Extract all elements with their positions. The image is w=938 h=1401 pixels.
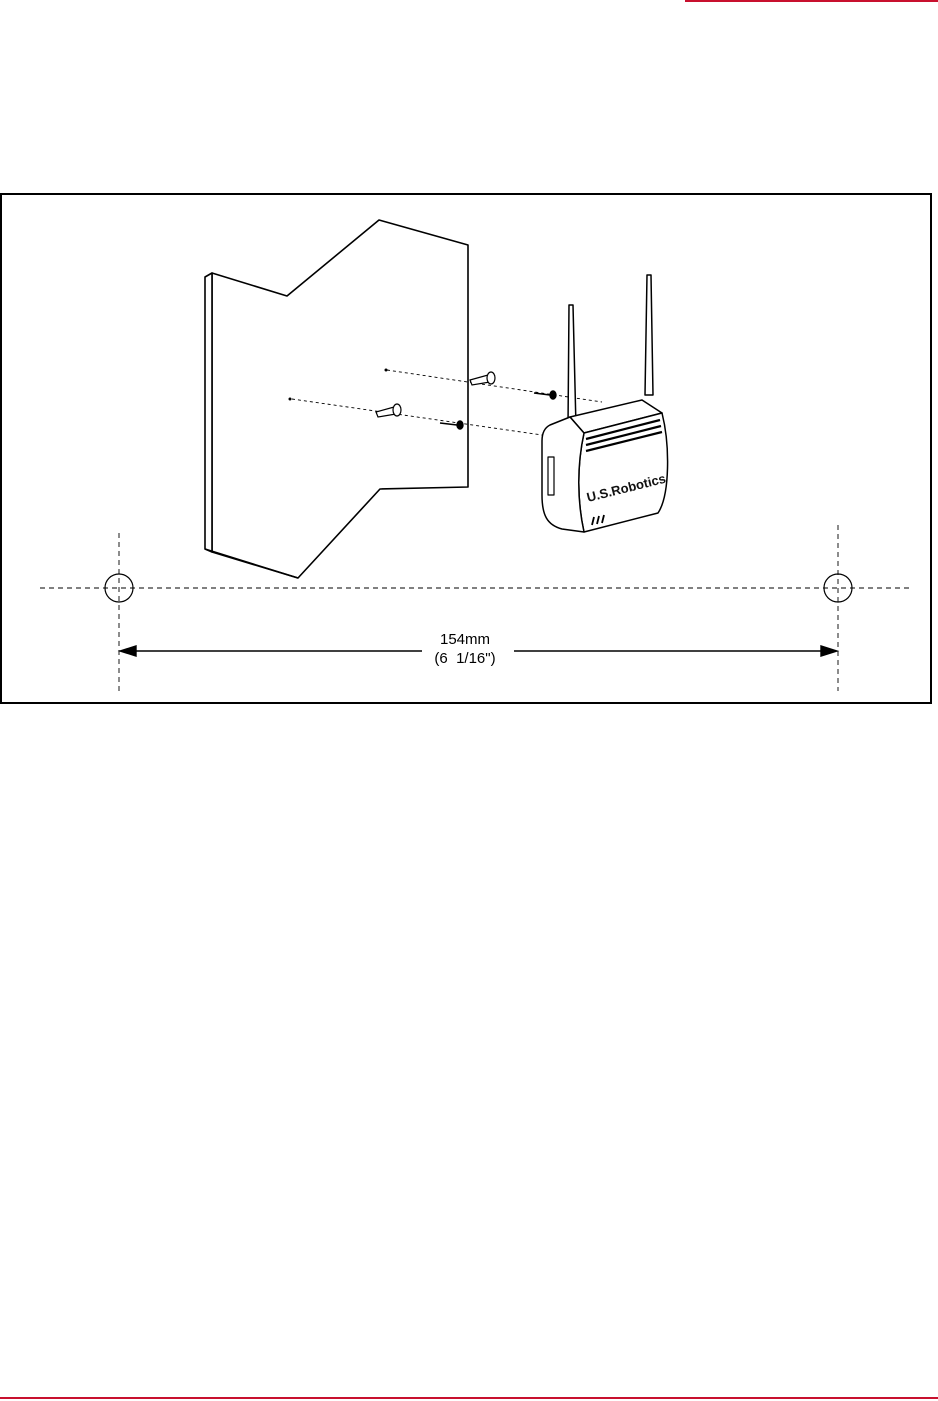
antenna-right bbox=[645, 275, 653, 395]
wall-mount-figure: U.S.Robotics 154mm (6 1/16") bbox=[0, 193, 932, 704]
wall-hole-lower bbox=[289, 398, 292, 401]
wall-mount-illustration: U.S.Robotics 154mm (6 1/16") bbox=[2, 195, 930, 702]
wall-anchor-upper bbox=[470, 372, 495, 385]
dimension-metric: 154mm bbox=[440, 631, 490, 648]
wall-panel-edge bbox=[205, 273, 212, 552]
header-accent-rule bbox=[685, 0, 938, 2]
footer-accent-rule bbox=[0, 1397, 938, 1399]
dimension-imperial: (6 1/16") bbox=[434, 650, 495, 667]
wall-panel bbox=[205, 220, 468, 578]
wall-panel-face bbox=[212, 220, 468, 578]
antenna-left bbox=[568, 305, 576, 427]
